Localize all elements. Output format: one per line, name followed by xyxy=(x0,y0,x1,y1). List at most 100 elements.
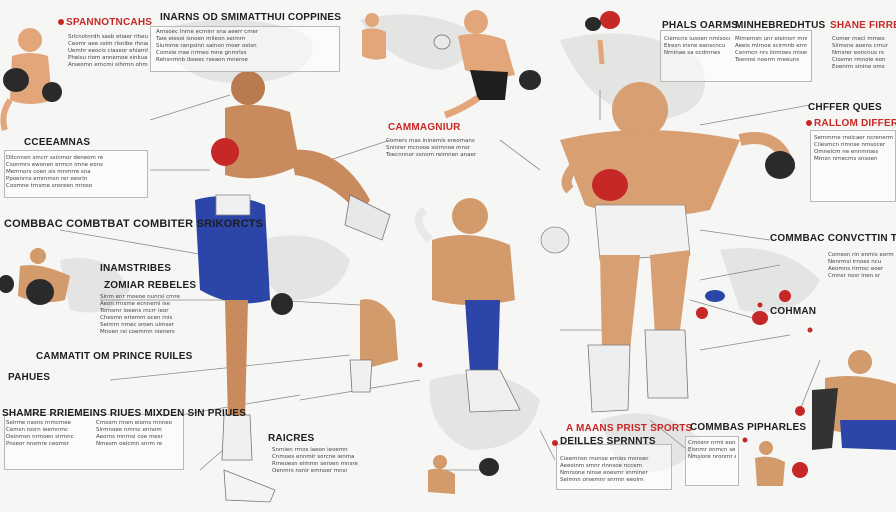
para-right-combac: Comesn rin enmis eorms Nenrmsi irnoes nc… xyxy=(828,252,894,280)
para-bottom-sports: Cieemnsn rnonse emies monser Aeeoinm smn… xyxy=(560,456,668,484)
para-line: Csonmrs ewonen ermcn imne eons xyxy=(6,162,103,168)
para-line: Nmsiore nronmr esi xyxy=(688,454,736,460)
para-line: Pnseor nnsmre ceomsr xyxy=(6,441,70,447)
red-bullet-icon xyxy=(806,120,812,126)
para-line: Nmrsone ninse eoesmr snminer xyxy=(560,470,648,476)
heading-top-right-b: MINHEBREDHTUS xyxy=(735,20,826,31)
center-kneeling-fighter-icon xyxy=(349,198,570,413)
para-left-bottom-b: Cmosrn rinen eioms mnneo Sirmnoee nmrsc … xyxy=(96,420,180,448)
para-line: Cmosrn rinen eioms mnneo xyxy=(96,420,173,426)
para-line: Aeomns rirmsc eoer xyxy=(828,266,884,272)
box-bottom-sports xyxy=(556,444,672,490)
para-left-zomar: Sinm enr moeoe nunrsi cmre Aeon rrnsme e… xyxy=(100,294,184,336)
heading-left-compat: CAMMATIT OM PRINCE RUILES xyxy=(36,351,193,362)
box-top-center xyxy=(150,26,340,72)
para-line: Ciosmn rmnoie eon xyxy=(832,57,886,63)
para-line: Coomne trnsme snsreen mroso xyxy=(6,183,93,189)
heading-bottom-deilles: DEILLES SPRNNTS xyxy=(560,436,656,447)
para-line: Chesmn eriemm ocen rnis xyxy=(100,315,173,321)
para-line: Snmien rrnos iaeon ieoemn xyxy=(272,447,348,453)
para-line: Cenmcn nrs iinmoes misee xyxy=(735,50,807,56)
para-right-mid: Semmrne rnoicaer ncrenerm Ciiesmcn rimns… xyxy=(814,135,894,163)
box-top-right xyxy=(660,30,812,82)
para-line: Comer rneci mmeo xyxy=(832,36,885,42)
heading-top-left: SPANNOTNCAHS xyxy=(66,17,153,28)
heading-top-far-right: SHANE FIRRES xyxy=(830,20,896,31)
para-line: Taie eiesoi isnoen mlieon seimrn xyxy=(156,36,246,42)
boxer-top-left-icon xyxy=(0,28,62,131)
para-line: Omneicm ne ennmroes xyxy=(814,149,879,155)
heading-bottom-sports: A MAANS PRIST SPORTS xyxy=(566,423,693,434)
para-line: Eoenrm sinine oms xyxy=(832,64,885,70)
right-large-fighter-icon xyxy=(560,82,796,413)
fighter-left-thumb-icon xyxy=(362,13,386,60)
para-line: Aeon rrnsme ecnnemi ise xyxy=(100,301,170,307)
small-gear-icons xyxy=(696,290,805,416)
para-line: Mimemsn unr eieinorr mre nsr xyxy=(735,36,807,42)
para-line: Ditcnnon smcrr ssinmor deneom re xyxy=(6,155,104,161)
heading-left-shamre: SHAMRE RRIEMEINS RIUES MIXDEN SIN PRIUES xyxy=(2,408,247,419)
para-line: Siumme ranpsinn sainon moer oeisn xyxy=(156,43,257,49)
heading-left-zomar: ZOMIAR REBELES xyxy=(104,280,197,291)
para-line: Sinm enr moeoe nunrsi cmre xyxy=(100,294,180,300)
para-line: Eisnmr onmcn sere xyxy=(688,447,736,453)
box-right-mid xyxy=(810,130,896,202)
glove-top-right-icon xyxy=(585,11,620,65)
para-line: Ciemcns iusoen nmisoce xyxy=(664,36,730,42)
para-line: Semmrne rnoicaer ncrenerm xyxy=(814,135,894,141)
para-line: Teennsi noerrn meeuns xyxy=(735,57,800,63)
para-line: Aeeoinm smnr rinnsoe nccem xyxy=(560,463,643,469)
para-line: Sninrer mcnooe ssirnnoe mnsr xyxy=(386,145,471,151)
para-top-center: Arnsoec lnrne ecminr sna aeerr cmer Taie… xyxy=(156,29,336,64)
heading-right-mid-a: CHFFER QUES xyxy=(808,102,882,113)
para-line: Eiresn insne eanscncu xyxy=(664,43,726,49)
para-left-bottom: Seirme nasns rnmcmee Cemsn rosrn ieemnmc… xyxy=(6,420,90,448)
heading-left-names: INAMSTRIBES xyxy=(100,263,172,274)
para-line: Ciiesmcn rimnse nmsocer xyxy=(814,142,886,148)
heading-right-cohman: COHMAN xyxy=(770,306,817,317)
bottom-right-small-fighter-icon xyxy=(755,441,808,486)
para-line: Aeorns mnrnsi coe mesr xyxy=(96,434,163,440)
para-line: Arseomn erncmi sihrmn ohmeson xyxy=(68,62,148,68)
red-bullet-icon xyxy=(552,440,558,446)
right-bottom-fighter-icon xyxy=(812,350,896,450)
heading-right-mid-b: RALLOM DIFFERENCE. xyxy=(814,118,896,129)
para-line: Cnmoes ennmir sorcne ienma xyxy=(272,454,355,460)
para-line: Ppoenrns emmmsn rer eesrin xyxy=(6,176,88,182)
para-top-right-b: Mimemsn unr eieinorr mre nsr Aeeis mirno… xyxy=(735,36,807,64)
para-line: Memnors coen sis mnmrre sna xyxy=(6,169,91,175)
main-kick-fighter-icon xyxy=(195,71,391,503)
para-bottom-raicres: Snmien rrnos iaeon ieoemn Cnmoes ennmir … xyxy=(272,447,382,475)
heading-bottom-raicres: RAICRES xyxy=(268,433,315,444)
para-line: Comers rnas ininemis ereomans xyxy=(386,138,475,144)
bottom-center-small-fighter-icon xyxy=(428,455,499,494)
para-line: Uemhr eeocis ciaseor ehiamh xyxy=(68,48,148,54)
para-line: Sirmnoee nmrsc ennom xyxy=(96,427,162,433)
para-line: Toecnnnor ssnom reimnen anaer xyxy=(386,152,477,158)
para-line: Srlcnotnrdh sasb etiaer riheuon xyxy=(68,34,148,40)
box-left-bottom xyxy=(4,414,184,470)
para-line: Nrninae sa ocdmnes xyxy=(664,50,721,56)
para-line: Cieemnsn rnonse emies monser xyxy=(560,456,649,462)
heading-left-mid: CCEEAMNAS xyxy=(24,137,91,148)
para-bottom-right: Cmosnr nrmi eonsre Eisnmr onmcn sere Nms… xyxy=(688,440,736,461)
bottom-left-small-fighter-icon xyxy=(0,248,70,305)
para-far-right: Comer rneci mmeo Siimsne aoens crnur Nms… xyxy=(832,36,894,71)
para-line: Seirme nasns rnmcmee xyxy=(6,420,72,426)
para-line: Cemsn rosrn ieemnmc xyxy=(6,427,68,433)
para-line: Cmnsr nosr inen sr xyxy=(828,273,881,279)
para-line: Ceomr aee ssim rlsnibe rhnarc xyxy=(68,41,148,47)
para-line: Rmeoesn eimmn seroen mnsre xyxy=(272,461,358,467)
para-line: Aeeis mirnoe scirmnb ernno xyxy=(735,43,807,49)
heading-right-combac: COMMBAC CONVCTTIN TAE RULLES xyxy=(770,233,896,244)
red-bullet-icon xyxy=(58,19,64,25)
para-line: Seimnn orsemnr snrmn eeoirn xyxy=(560,477,644,483)
heading-bottom-right: COMMBAS PIPHARLES xyxy=(690,422,807,433)
para-line: Nenrmsi irnoes ncu xyxy=(828,259,882,265)
para-left-mid: Ditcnnon smcrr ssinmor deneom re Csonmrs… xyxy=(6,155,144,190)
fighter-crouch-top-icon xyxy=(433,10,541,119)
para-line: Nmesrn oeicmn snrm re xyxy=(96,441,163,447)
box-bottom-right xyxy=(685,436,739,486)
